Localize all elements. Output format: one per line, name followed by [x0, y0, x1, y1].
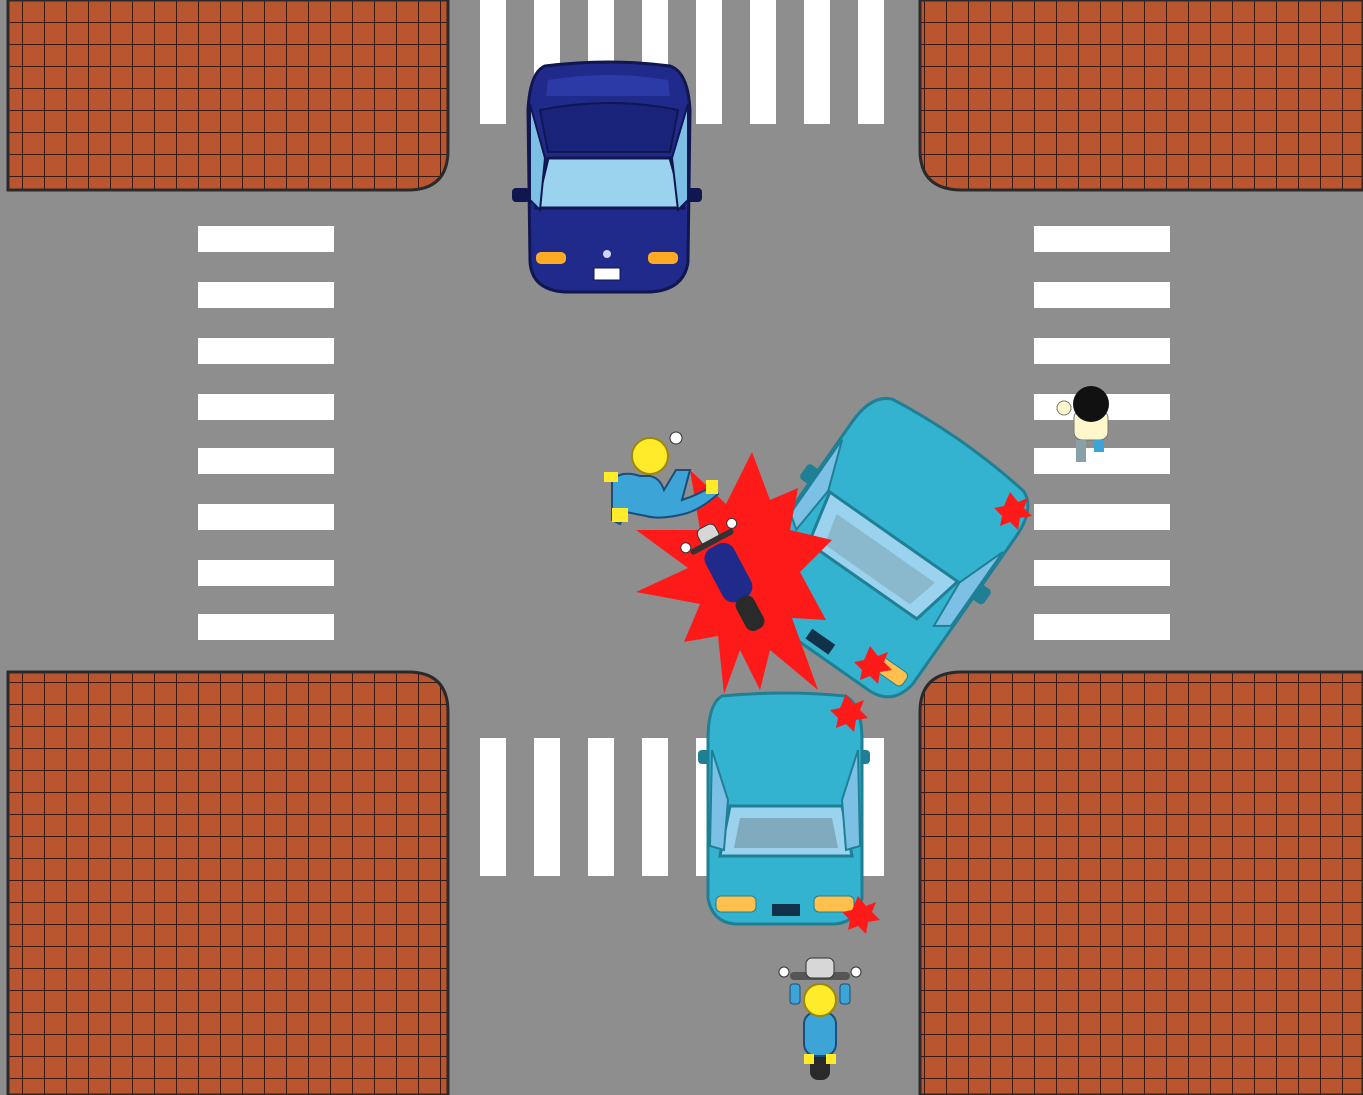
sidewalk-top-right [920, 0, 1363, 190]
sidewalk-top-left [8, 0, 448, 190]
sidewalk-bottom-right [920, 672, 1363, 1095]
navy-sedan [512, 62, 702, 292]
teal-sedan-southbound [698, 693, 870, 924]
sidewalk-bottom-left [8, 672, 448, 1095]
